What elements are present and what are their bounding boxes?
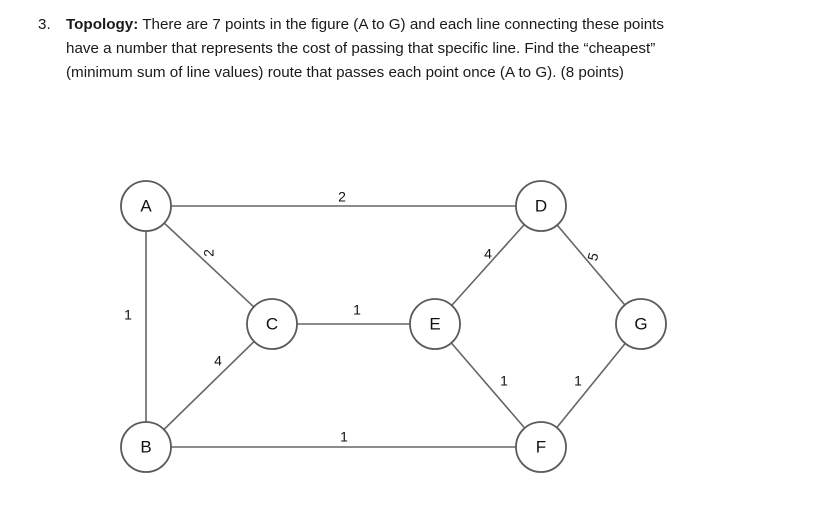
question-line-1-text: There are 7 points in the figure (A to G… [142,16,664,33]
node-circle-e [409,298,461,350]
node-label-c: C [266,314,278,333]
node-d: D [515,180,567,232]
edge-weight-f-g: 1 [574,373,582,389]
node-circle-d [515,180,567,232]
node-circle-a [120,180,172,232]
question-number: 3. [38,16,51,33]
node-a: A [120,180,172,232]
edges-layer [145,205,642,448]
node-circle-g [615,298,667,350]
edge-e-d [434,205,542,325]
question-text: 3. Topology: There are 7 points in the f… [38,13,778,85]
question-line-2: have a number that represents the cost o… [66,40,656,57]
weights-layer: 2 2 1 4 1 1 4 1 5 1 [124,189,601,445]
edge-weight-a-b: 1 [124,307,132,323]
question-term: Topology: [66,16,139,33]
node-f: F [515,421,567,473]
node-c: C [246,298,298,350]
edge-weight-a-c: 2 [201,249,217,257]
edge-e-f [434,323,542,448]
node-e: E [409,298,461,350]
edge-weight-e-d: 4 [484,246,492,262]
edge-weight-b-c: 4 [214,353,222,369]
nodes-layer: A B C D E F G [120,180,667,473]
node-circle-f [515,421,567,473]
edge-b-c [145,323,273,448]
node-label-b: B [140,437,151,456]
node-b: B [120,421,172,473]
node-g: G [615,298,667,350]
node-label-e: E [429,314,440,333]
node-label-g: G [634,314,647,333]
edge-weight-a-d: 2 [338,189,346,205]
edge-f-g [540,323,642,448]
edge-weight-b-f: 1 [340,429,348,445]
question-line-3: (minimum sum of line values) route that … [66,64,624,81]
node-circle-b [120,421,172,473]
edge-a-c [145,205,273,325]
node-label-a: A [140,196,152,215]
edge-weight-d-g: 5 [584,251,602,263]
node-label-f: F [536,437,546,456]
node-label-d: D [535,196,547,215]
question-line-1: 3. Topology: There are 7 points in the f… [38,13,778,37]
node-circle-c [246,298,298,350]
edge-weight-e-f: 1 [500,373,508,389]
edge-weight-c-e: 1 [353,302,361,318]
